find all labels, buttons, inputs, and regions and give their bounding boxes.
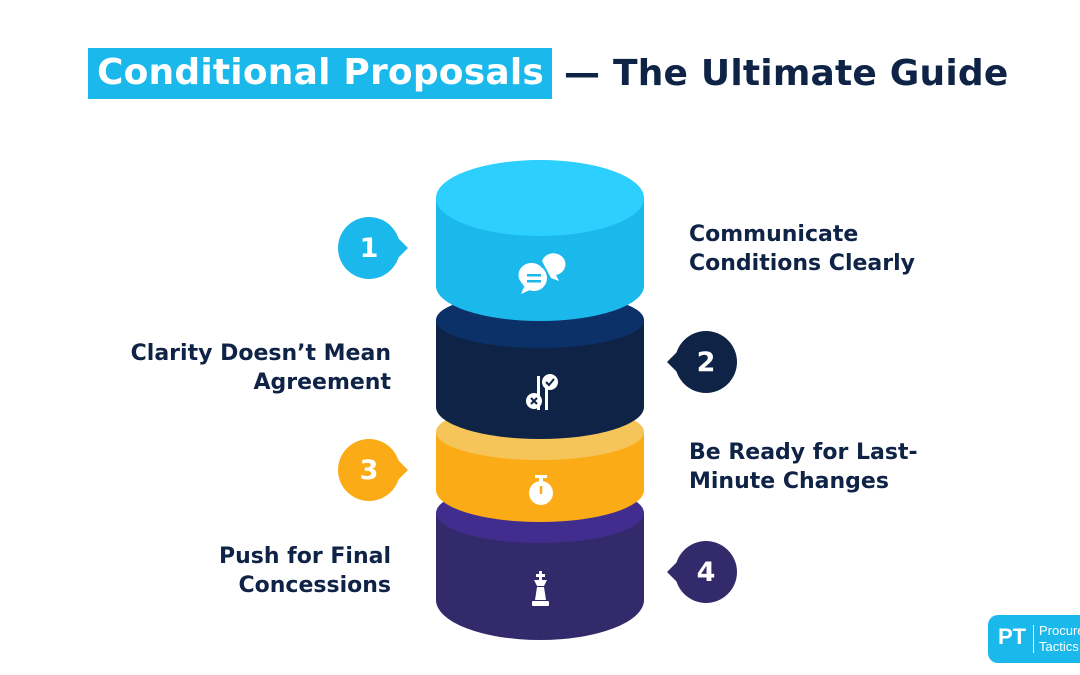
step-label-line: Conditions Clearly: [689, 251, 915, 276]
step-badge-2: 2: [667, 331, 737, 393]
step-badge-4: 4: [667, 541, 737, 603]
step-label-2: Clarity Doesn’t Mean Agreement: [131, 339, 391, 397]
logo-abbr: PT: [998, 624, 1027, 649]
step-number: 4: [696, 556, 716, 588]
step-label-line: Push for Final: [218, 544, 391, 569]
logo-line: Tactics: [1039, 639, 1079, 654]
logo-divider: [1033, 625, 1034, 653]
check-cross-icon: [526, 374, 558, 410]
step-label-1: Communicate Conditions Clearly: [689, 220, 915, 278]
step-number: 1: [359, 232, 379, 264]
step-label-line: Concessions: [238, 573, 392, 598]
cylinder-layer-1: [436, 160, 644, 321]
badge-shape: [338, 439, 408, 501]
step-label-3: Be Ready for Last- Minute Changes: [689, 438, 918, 496]
page-title: Conditional Proposals — The Ultimate Gui…: [88, 42, 1009, 104]
step-label-line: Minute Changes: [689, 469, 889, 494]
step-badge-1: 1: [338, 217, 408, 279]
chess-king-icon: [532, 571, 549, 606]
step-label-line: Clarity Doesn’t Mean: [130, 341, 391, 366]
step-badge-3: 3: [338, 439, 408, 501]
step-label-line: Agreement: [253, 370, 392, 395]
title-highlight: Conditional Proposals: [88, 47, 553, 99]
step-label-4: Push for Final Concessions: [219, 542, 391, 600]
chat-bubbles-icon: [518, 253, 566, 294]
title-rest: — The Ultimate Guide: [564, 52, 1009, 94]
step-label-line: Be Ready for Last-: [689, 440, 918, 465]
badge-shape: [667, 541, 737, 603]
step-number: 3: [359, 454, 379, 486]
logo-text: Procurement Tactics: [1039, 623, 1080, 655]
logo-line: Procurement: [1039, 623, 1080, 638]
brand-logo: PT Procurement Tactics: [988, 615, 1080, 663]
badge-shape: [338, 217, 408, 279]
badge-shape: [667, 331, 737, 393]
stopwatch-icon: [529, 475, 553, 505]
step-number: 2: [696, 346, 716, 378]
step-label-line: Communicate: [689, 222, 859, 247]
